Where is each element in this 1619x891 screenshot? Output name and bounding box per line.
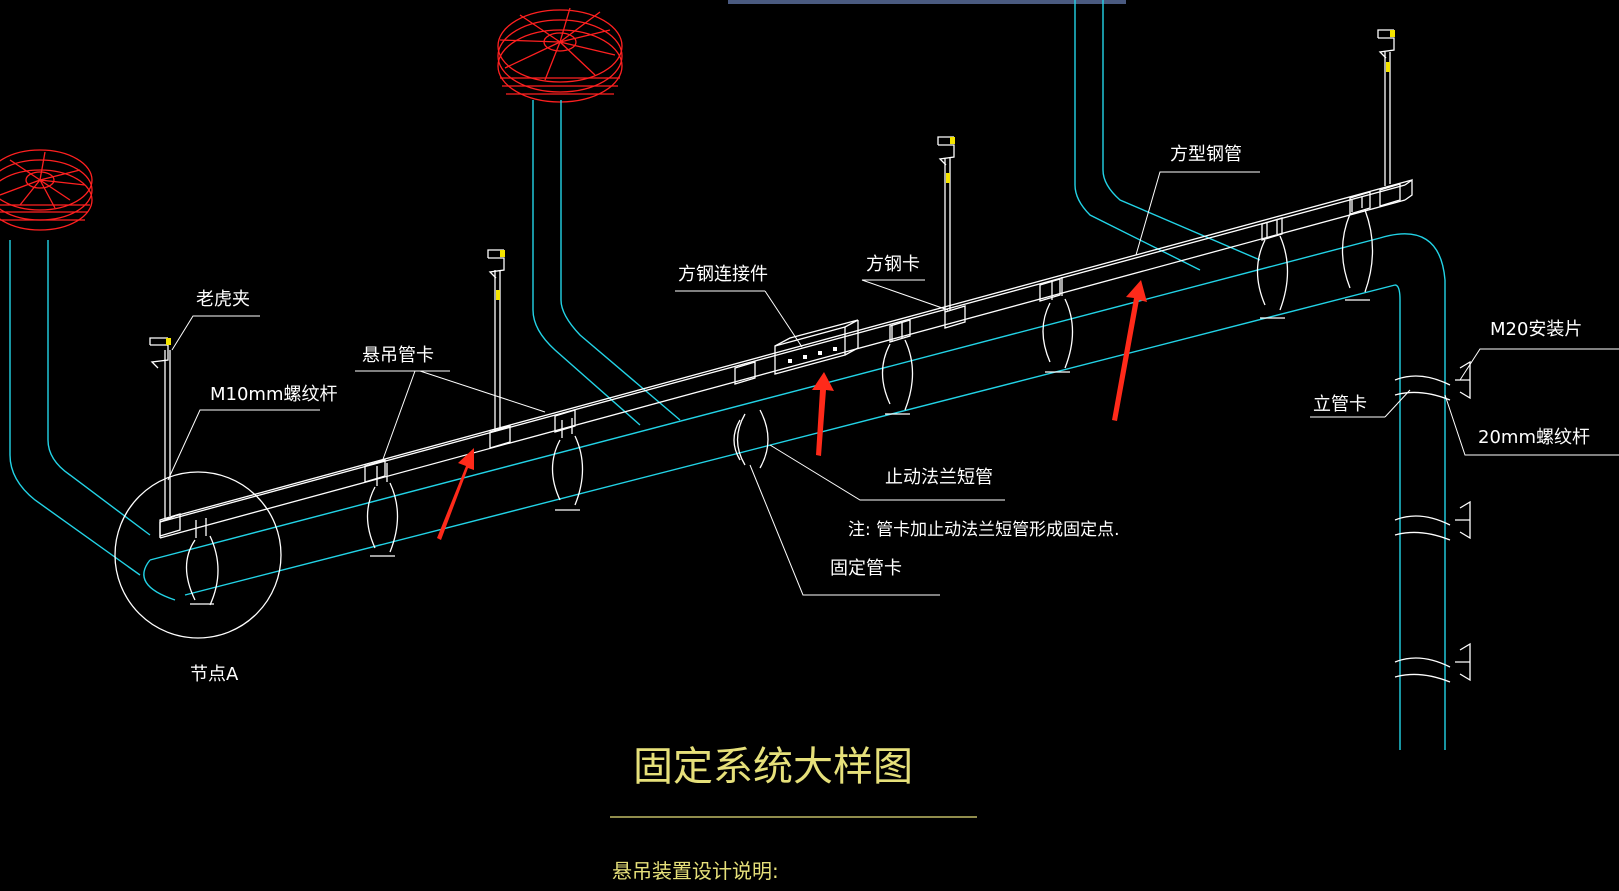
label-flange-pipe: 止动法兰短管: [885, 467, 993, 488]
red-arrows: [437, 280, 1147, 540]
square-steel-clamps: [159, 183, 1401, 537]
label-square-connector: 方钢连接件: [678, 264, 768, 285]
label-hanger-clamp: 悬吊管卡: [362, 345, 434, 366]
pipe-right-down: [1074, 0, 1261, 271]
arrow-1: [437, 448, 474, 540]
label-m20-plate: M20安装片: [1490, 319, 1582, 340]
pipe-left-down: [9, 240, 151, 576]
roof-fan-middle: [497, 7, 623, 103]
drawing-title: 固定系统大样图: [633, 744, 913, 790]
square-steel-tube: [159, 178, 1413, 539]
label-node-a: 节点A: [190, 664, 239, 685]
label-square-clamp: 方钢卡: [866, 254, 920, 275]
drawing-subtitle: 悬吊装置设计说明:: [612, 859, 779, 883]
arrow-2: [812, 372, 834, 456]
label-square-steel-tube: 方型钢管: [1170, 144, 1242, 165]
main-horizontal-pipe: [143, 233, 1446, 750]
hanger-rods: [149, 29, 1395, 518]
label-note: 注: 管卡加止动法兰短管形成固定点.: [848, 520, 1120, 540]
label-tiger-clamp: 老虎夹: [196, 289, 250, 310]
label-riser-clamp: 立管卡: [1313, 394, 1367, 415]
leader-lines: [167, 171, 1619, 596]
roof-fan-left: [0, 149, 93, 231]
top-window-bar: [728, 0, 1126, 4]
arrow-3: [1112, 280, 1147, 421]
label-fixed-clamp: 固定管卡: [830, 558, 902, 579]
riser-clamps: [1394, 360, 1471, 683]
pipe-hanger-clamps: [185, 197, 1374, 606]
square-steel-connector: [774, 319, 859, 375]
label-rod-20mm: 20mm螺纹杆: [1478, 427, 1590, 448]
node-a-circle: [114, 471, 282, 639]
label-m10-rod: M10mm螺纹杆: [210, 384, 338, 405]
pipe-middle-down: [532, 100, 681, 426]
